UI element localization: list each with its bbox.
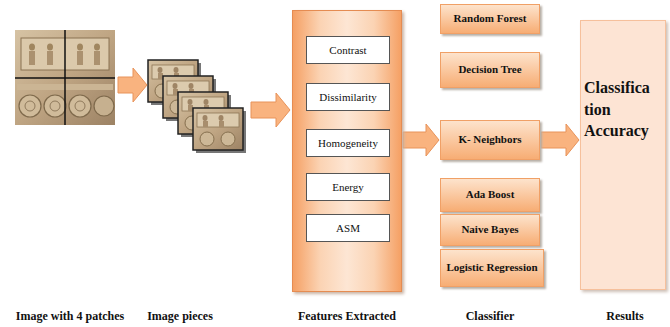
feature-box: Homogeneity bbox=[306, 129, 390, 157]
flow-arrow bbox=[403, 124, 439, 156]
flow-arrow bbox=[118, 68, 147, 102]
classifier-box: Random Forest bbox=[440, 4, 540, 34]
node-text: Contrast bbox=[329, 44, 366, 56]
flow-arrow bbox=[541, 124, 579, 156]
stage-label: Classifier bbox=[466, 309, 515, 324]
stage-label: Results bbox=[606, 309, 643, 324]
photo-patches bbox=[15, 30, 115, 125]
image-pieces bbox=[148, 60, 246, 153]
node-text: Classifica tion Accuracy bbox=[584, 77, 662, 142]
stage-label: Image with 4 patches bbox=[16, 309, 124, 324]
node-text: K- Neighbors bbox=[458, 133, 521, 147]
classifier-box: Decision Tree bbox=[440, 52, 540, 88]
results-box: Classifica tion Accuracy bbox=[580, 20, 666, 290]
feature-box: Contrast bbox=[306, 36, 390, 64]
node-text: ASM bbox=[336, 222, 360, 234]
node-text: Dissimilarity bbox=[319, 91, 376, 103]
node-text: Random Forest bbox=[454, 12, 527, 26]
classifier-box: Naive Bayes bbox=[440, 214, 540, 246]
node-text: Naive Bayes bbox=[461, 223, 518, 237]
stage-label: Image pieces bbox=[147, 309, 213, 324]
feature-box: Dissimilarity bbox=[306, 83, 390, 111]
node-text: Energy bbox=[332, 181, 364, 193]
feature-box: Energy bbox=[306, 173, 390, 201]
node-text: Decision Tree bbox=[458, 63, 521, 77]
node-text: Ada Boost bbox=[466, 188, 515, 202]
classifier-box: Logistic Regression bbox=[440, 249, 544, 287]
node-text: Homogeneity bbox=[318, 137, 378, 149]
classifier-box: K- Neighbors bbox=[440, 120, 540, 160]
flow-arrow bbox=[251, 93, 290, 127]
stage-label: Features Extracted bbox=[298, 309, 396, 324]
feature-panel: ContrastDissimilarityHomogeneityEnergyAS… bbox=[292, 10, 402, 292]
node-text: Logistic Regression bbox=[446, 261, 537, 275]
classifier-box: Ada Boost bbox=[440, 178, 540, 212]
feature-box: ASM bbox=[306, 214, 390, 242]
